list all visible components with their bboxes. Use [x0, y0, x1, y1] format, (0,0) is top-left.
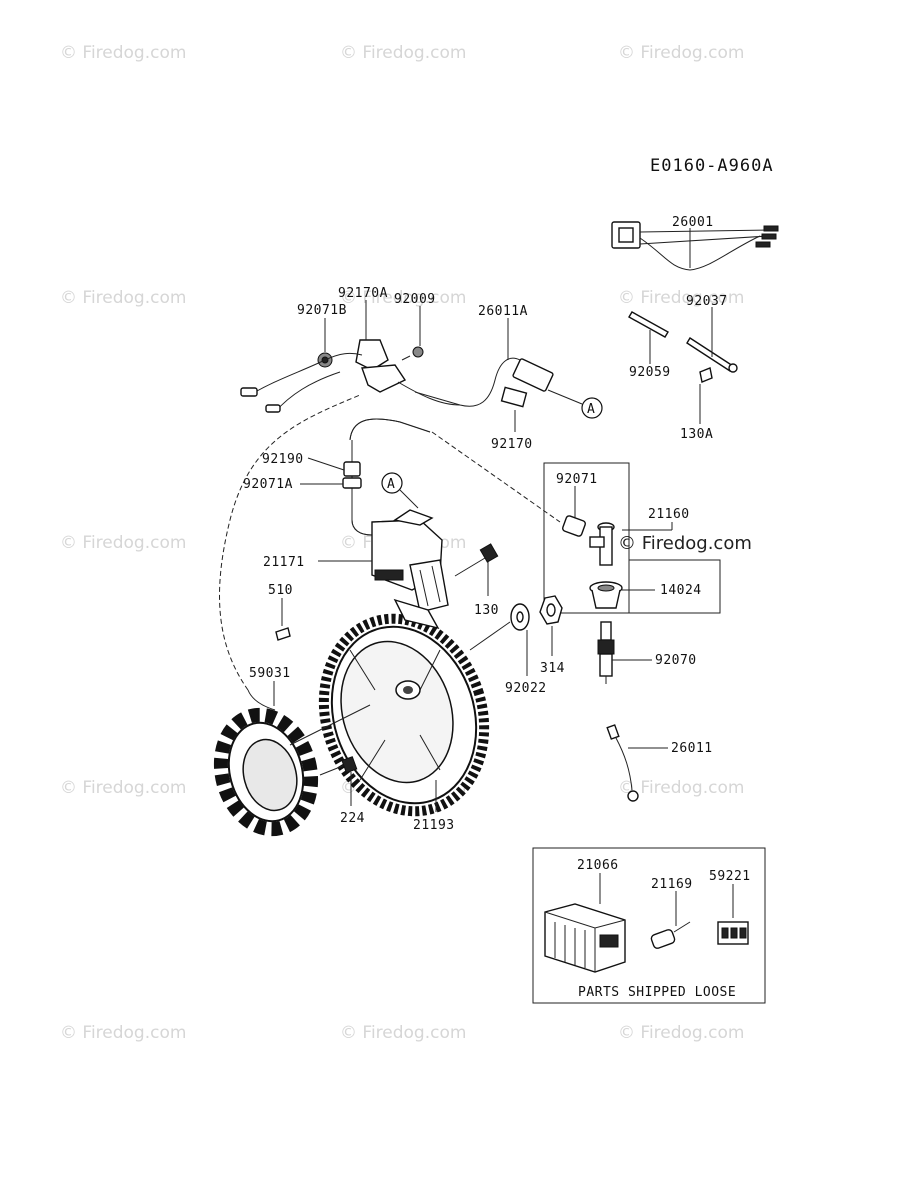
part-label: 92071B — [297, 303, 347, 318]
stator-59031 — [213, 689, 319, 837]
part-label: 92190 — [262, 452, 304, 467]
part-label: 92071 — [556, 472, 598, 487]
part-label: 14024 — [660, 583, 702, 598]
group-box — [543, 462, 630, 614]
watermark: © Firedog.com — [618, 43, 744, 63]
watermark: © Firedog.com — [618, 1023, 744, 1043]
nut-314 — [539, 595, 563, 625]
watermark: © Firedog.com — [60, 533, 186, 553]
part-label: 26011A — [478, 304, 528, 319]
spark-plug-92070 — [597, 621, 615, 684]
part-label: 130 — [474, 603, 499, 618]
bolt-130 — [454, 543, 499, 577]
ignition-coil-21171 — [371, 509, 449, 613]
part-label: 21160 — [648, 507, 690, 522]
watermark: © Firedog.com — [340, 43, 466, 63]
ref-marker-a — [581, 397, 603, 419]
part-label: 92170 — [491, 437, 533, 452]
rods-92037-92059 — [628, 311, 738, 383]
connector-21169 — [650, 921, 691, 949]
part-label: 510 — [268, 583, 293, 598]
connector-59221 — [717, 921, 749, 945]
part-label: 26011 — [671, 741, 713, 756]
watermark: © Firedog.com — [340, 1023, 466, 1043]
part-label: 130A — [680, 427, 713, 442]
washer-92022 — [510, 603, 530, 631]
part-label: 92009 — [394, 292, 436, 307]
part-label: 92070 — [655, 653, 697, 668]
key-510 — [275, 627, 291, 641]
ref-marker-a — [381, 472, 403, 494]
loose-box-caption: PARTS SHIPPED LOOSE — [578, 985, 736, 1000]
part-label: 92022 — [505, 681, 547, 696]
regulator-21066 — [544, 903, 626, 973]
part-label: 21193 — [413, 818, 455, 833]
part-label: 92170A — [338, 286, 388, 301]
plug-cap-21160 — [589, 522, 615, 566]
watermark: © Firedog.com — [60, 1023, 186, 1043]
boot-14024 — [589, 581, 623, 609]
part-label: 26001 — [672, 215, 714, 230]
part-label: 92037 — [686, 294, 728, 309]
part-label: 59031 — [249, 666, 291, 681]
clamp-cluster — [240, 339, 461, 413]
part-label: 59221 — [709, 869, 751, 884]
lead-26011A — [414, 357, 554, 408]
part-label: 21171 — [263, 555, 305, 570]
part-label: 224 — [340, 811, 365, 826]
watermark: © Firedog.com — [340, 288, 466, 308]
ref-marker-label: A — [587, 402, 595, 417]
wire-harness-26001 — [611, 221, 779, 271]
part-label: 21066 — [577, 858, 619, 873]
cap-92071 — [562, 515, 586, 537]
bolt-224 — [319, 756, 358, 776]
part-label: 314 — [540, 661, 565, 676]
grommet-92190 — [343, 461, 361, 477]
watermark: © Firedog.com — [618, 288, 744, 308]
clamp-92071A — [342, 477, 362, 489]
diagram-code: E0160-A960A — [650, 156, 774, 176]
part-label: 92071A — [243, 477, 293, 492]
part-label: 92059 — [629, 365, 671, 380]
part-label: 21169 — [651, 877, 693, 892]
watermark: © Firedog.com — [60, 288, 186, 308]
watermark: © Firedog.com — [60, 43, 186, 63]
watermark: © Firedog.com — [618, 778, 744, 798]
watermark: © Firedog.com — [60, 778, 186, 798]
watermark-dark: © Firedog.com — [618, 533, 752, 554]
flywheel-21193 — [318, 598, 490, 817]
lead-26011 — [606, 724, 639, 802]
ref-marker-label: A — [387, 477, 395, 492]
